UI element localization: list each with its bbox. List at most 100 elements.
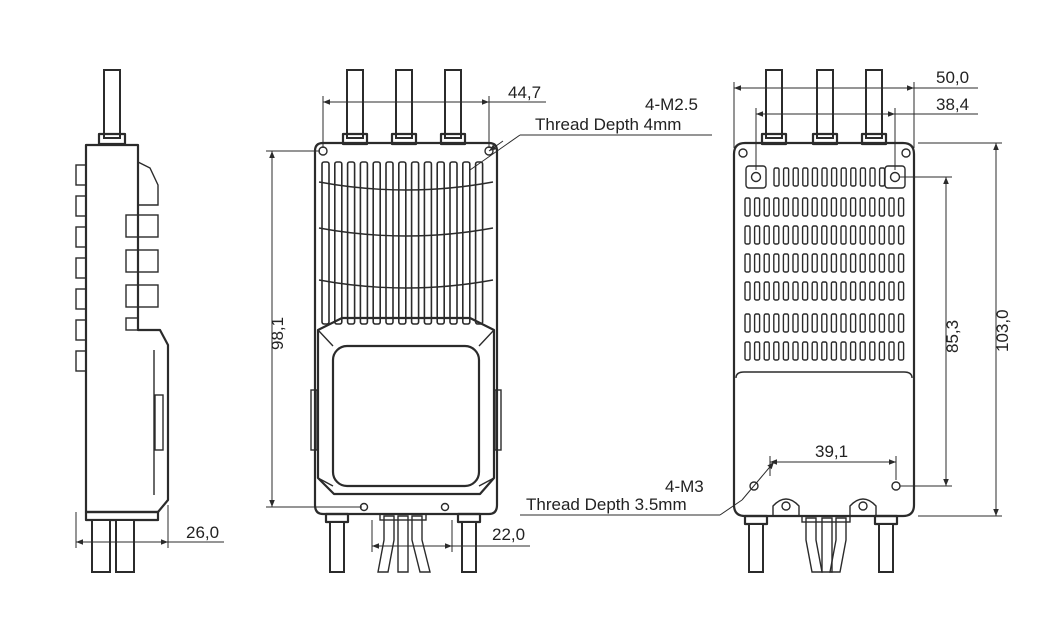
vent-slot	[830, 167, 838, 187]
front-callout-depth: Thread Depth 4mm	[535, 115, 681, 134]
back-bottom-hole-left	[749, 481, 759, 491]
front-bottom-wire-left	[329, 521, 345, 573]
vent-slot	[763, 225, 770, 245]
vent-slot	[849, 197, 857, 217]
front-hole-br	[440, 502, 450, 512]
back-bottom-boss-left	[772, 498, 800, 516]
back-bottom-hole-spacing-dim: 39,1	[815, 442, 848, 461]
back-view: 50,0 38,4 103,0 85,3 39,1 4-M3 Thread De…	[520, 68, 1012, 573]
vent-slot	[888, 225, 895, 245]
vent-slot	[869, 253, 876, 273]
back-bottom-hole-right	[891, 481, 901, 491]
vent-slot	[830, 341, 838, 361]
vent-slot	[811, 167, 819, 187]
vent-slot	[830, 281, 838, 301]
vent-slot	[897, 253, 905, 273]
vent-slot	[792, 167, 799, 187]
side-view: 26,0	[75, 69, 224, 573]
heatsink-fin	[346, 161, 356, 325]
vent-slot	[773, 341, 780, 361]
vent-slot	[840, 253, 847, 273]
back-bottom-wire-right	[878, 523, 894, 573]
back-top-hole-right	[889, 171, 901, 183]
heatsink-fin	[461, 161, 471, 325]
vent-slot	[773, 197, 780, 217]
vent-slot	[811, 281, 818, 301]
back-length-dim: 103,0	[993, 309, 1012, 352]
vent-slot	[859, 313, 866, 333]
vent-slot	[801, 281, 809, 301]
vent-slot	[859, 281, 866, 301]
back-panel-divider	[735, 371, 913, 379]
vent-slot	[763, 341, 770, 361]
vent-slot	[830, 225, 838, 245]
vent-slot	[821, 197, 828, 217]
vent-slot	[801, 197, 809, 217]
front-cap-outline	[316, 316, 496, 496]
vent-slot	[849, 281, 857, 301]
vent-slot	[773, 281, 780, 301]
back-top-hole-left	[750, 171, 762, 183]
vent-slot	[744, 281, 751, 301]
vent-slot	[830, 197, 838, 217]
vent-slot	[782, 225, 790, 245]
front-heatsink-fins	[318, 161, 494, 325]
vent-slot	[840, 341, 847, 361]
back-bottom-wire-left	[748, 523, 764, 573]
heatsink-fin	[474, 161, 484, 325]
side-top-wire	[103, 69, 121, 139]
heatsink-fin	[423, 161, 433, 325]
vent-slot	[744, 341, 751, 361]
vent-slot	[830, 313, 838, 333]
vent-slot	[792, 197, 799, 217]
vent-slot	[782, 281, 790, 301]
vent-slot	[782, 253, 790, 273]
vent-slot	[878, 167, 886, 187]
vent-slot	[849, 253, 857, 273]
side-width-dim: 26,0	[186, 523, 219, 542]
vent-slot	[849, 225, 857, 245]
front-signal-wire-1	[377, 515, 395, 573]
vent-slot	[888, 197, 895, 217]
vent-slot	[811, 225, 818, 245]
vent-slot	[763, 313, 770, 333]
vent-slot	[753, 341, 761, 361]
vent-slot	[869, 167, 876, 187]
vent-slot	[897, 281, 905, 301]
vent-slot	[792, 313, 799, 333]
heatsink-fin	[372, 161, 382, 325]
back-callout-size: 4-M3	[665, 477, 704, 496]
back-callout-depth: Thread Depth 3.5mm	[526, 495, 687, 514]
heatsink-fin	[333, 161, 343, 325]
vent-slot	[859, 225, 866, 245]
vent-slot	[773, 253, 780, 273]
vent-slot	[753, 313, 761, 333]
vent-slot	[773, 313, 780, 333]
vent-slot	[849, 313, 857, 333]
vent-slot	[773, 167, 780, 187]
vent-slot	[744, 313, 751, 333]
vent-slot	[897, 341, 905, 361]
side-left-fins	[75, 164, 87, 372]
heatsink-fin	[410, 161, 420, 325]
vent-slot	[792, 253, 799, 273]
fin-contour-line	[318, 227, 494, 237]
vent-slot	[897, 313, 905, 333]
vent-slot	[744, 225, 751, 245]
vent-slot	[888, 313, 895, 333]
back-vent-slots	[744, 167, 905, 361]
vent-slot	[878, 281, 886, 301]
vent-slot	[792, 281, 799, 301]
vent-slot	[878, 313, 886, 333]
heatsink-fin	[359, 161, 369, 325]
vent-slot	[744, 197, 751, 217]
front-signal-wire-2	[397, 515, 409, 573]
heatsink-fin	[397, 161, 407, 325]
vent-slot	[801, 341, 809, 361]
vent-slot	[821, 225, 828, 245]
vent-slot	[859, 253, 866, 273]
heatsink-fin	[449, 161, 458, 325]
vent-slot	[792, 341, 799, 361]
vent-slot	[888, 281, 895, 301]
